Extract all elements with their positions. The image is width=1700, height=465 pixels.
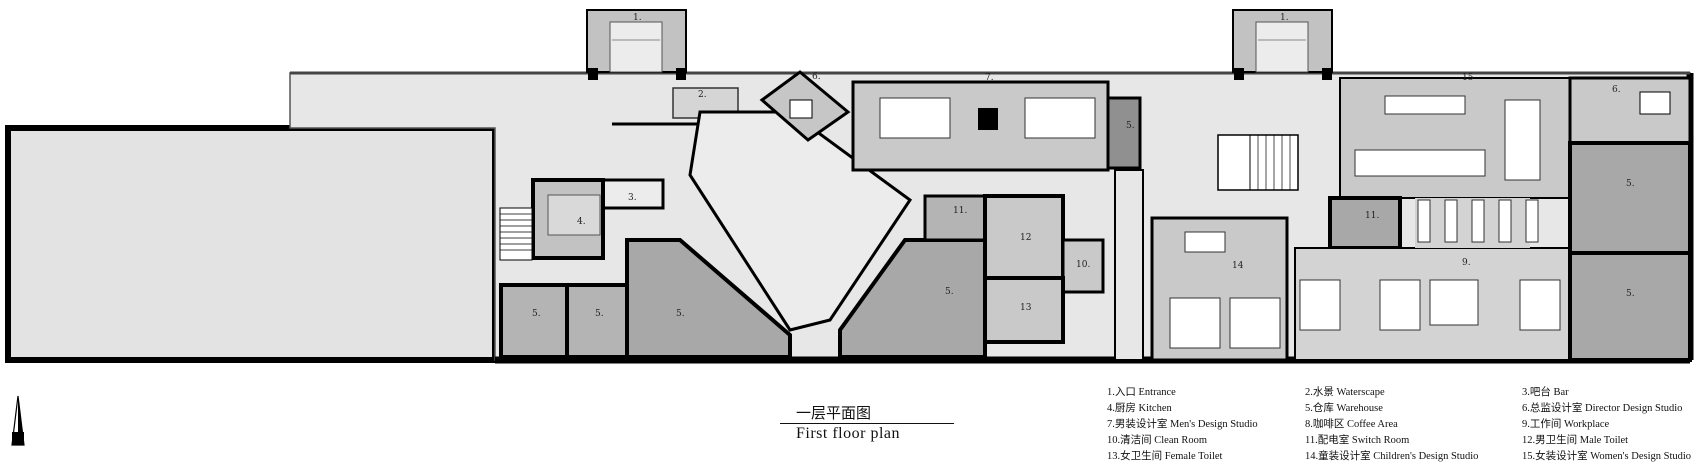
entrance-right [1232,9,1333,80]
legend-item: 5.仓库 Warehouse [1305,403,1383,414]
legend-item: 1.入口 Entrance [1107,387,1176,398]
label-kitchen: 4. [577,217,586,227]
label-childrens-studio: 14 [1232,261,1244,271]
legend-item: 15.女装设计室 Women's Design Studio [1522,451,1692,462]
legend-item: 10.清洁间 Clean Room [1107,435,1208,446]
legend-item: 3.吧台 Bar [1522,387,1569,398]
label-warehouse-4: 5. [945,287,954,297]
label-switch-room-left: 11. [953,206,967,216]
warehouse-1 [499,283,569,359]
legend-item: 13.女卫生间 Female Toilet [1107,451,1223,462]
label-entrance-right: 1. [1280,13,1289,23]
legend-item: 4.厨房 Kitchen [1107,403,1172,414]
entrance-left [586,9,687,80]
legend-item: 7.男装设计室 Men's Design Studio [1107,419,1258,430]
legend-item: 14.童装设计室 Children's Design Studio [1305,451,1479,462]
director-studio-right [1568,76,1692,145]
label-mens-studio: 7. [985,73,994,83]
corridor [1114,169,1144,361]
label-warehouse-5: 5. [1126,121,1135,131]
label-male-toilet: 12 [1020,233,1031,243]
legend-column-1: 1.入口 Entrance 4.厨房 Kitchen 7.男装设计室 Men's… [1107,385,1258,465]
label-warehouse-2: 5. [595,309,604,319]
warehouse-5 [1568,141,1692,255]
female-toilet [983,276,1065,344]
legend-column-2: 2.水景 Waterscape 5.仓库 Warehouse 8.咖啡区 Cof… [1305,385,1478,465]
label-switch-room-right: 11. [1365,211,1379,221]
label-clean-room: 10. [1076,260,1090,270]
north-arrow-icon [11,395,25,446]
label-womens-studio: 15 [1462,73,1474,83]
label-workplace: 9. [1462,258,1471,268]
warehouse-6 [1568,251,1692,362]
warehouse-3 [625,238,792,359]
legend-item: 9.工作间 Workplace [1522,419,1610,430]
label-warehouse-1: 5. [532,309,541,319]
switch-room-left [923,194,987,242]
clean-room [1061,238,1105,294]
label-director-left: 6. [812,72,821,82]
plan-title-cn: 一层平面图 [796,404,872,422]
male-toilet [983,194,1065,280]
left-hall [5,125,498,363]
legend-item: 6.总监设计室 Director Design Studio [1522,403,1683,414]
legend-item: 12.男卫生间 Male Toilet [1522,435,1629,446]
label-entrance-left: 1. [633,13,642,23]
label-bar: 3. [628,193,637,203]
legend-item: 11.配电室 Switch Room [1305,435,1410,446]
label-female-toilet: 13 [1020,303,1032,313]
legend-column-3: 3.吧台 Bar 6.总监设计室 Director Design Studio … [1522,385,1691,465]
legend-item: 8.咖啡区 Coffee Area [1305,419,1398,430]
label-director-right: 6. [1612,85,1621,95]
label-warehouse-7: 5. [1626,289,1635,299]
label-warehouse-3: 5. [676,309,685,319]
title-rule [780,423,954,424]
switch-room-right [1328,196,1402,250]
label-warehouse-6: 5. [1626,179,1635,189]
stairs-left [499,207,533,261]
stairs-middle [1217,134,1299,191]
plan-title-en: First floor plan [796,425,900,442]
warehouse-2 [565,283,629,359]
label-waterscape: 2. [698,90,707,100]
legend-item: 2.水景 Waterscape [1305,387,1385,398]
